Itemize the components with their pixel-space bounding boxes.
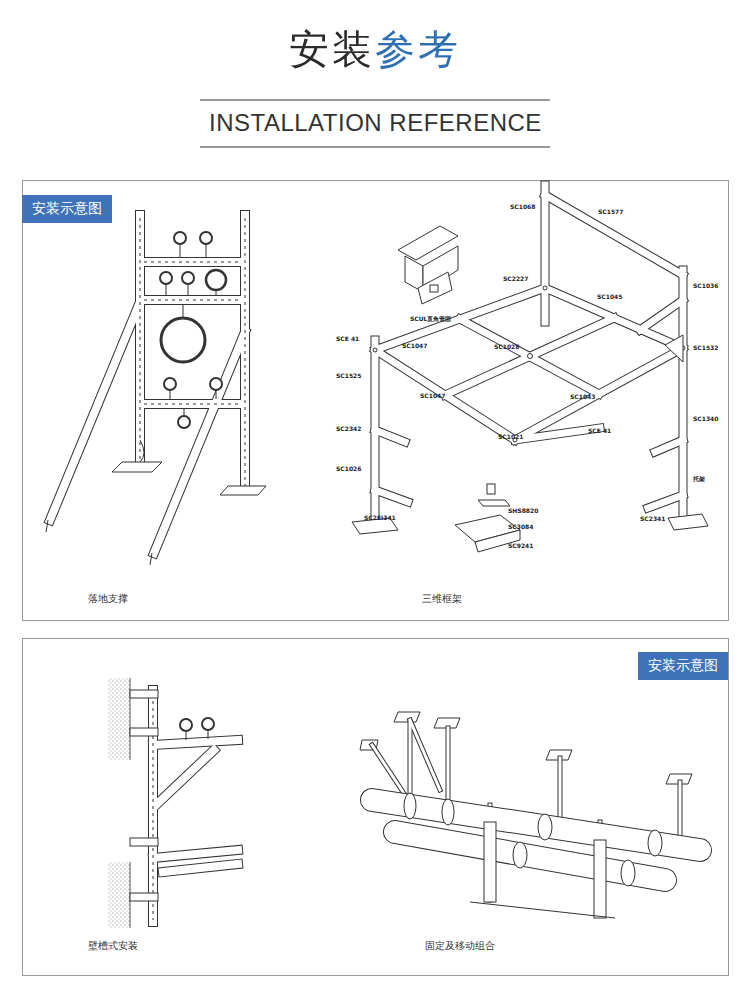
part-code: SC1068 (510, 204, 535, 211)
part-code: 托架 (693, 476, 705, 483)
part-code: SC2EI341 (364, 515, 396, 522)
part-code: SC1532 (693, 345, 718, 352)
figure-caption: 三维框架 (422, 593, 462, 605)
part-code: SC1021 (498, 434, 523, 441)
tag-box: 安装示意图 (638, 652, 728, 680)
tag-text: 安装示意图 (32, 200, 102, 216)
part-code: SC1045 (597, 294, 622, 301)
part-code: SC1047 (402, 343, 427, 350)
part-code: SC1026 (336, 466, 361, 473)
figure-caption: 壁槽式安装 (88, 940, 138, 952)
part-code: SC2341 (640, 516, 665, 523)
part-code: SC3084 (508, 524, 533, 531)
part-code: SC1047 (420, 393, 445, 400)
part-code: SCE 41 (588, 428, 611, 435)
part-code: SC9241 (508, 543, 533, 550)
tag-box: 安装示意图 (22, 195, 112, 223)
part-code: SCUL直角管固 (410, 316, 451, 323)
part-code: SC1028 (494, 344, 519, 351)
figure-caption: 落地支撑 (88, 593, 128, 605)
part-code: SCE 41 (336, 336, 359, 343)
figure-caption: 固定及移动组合 (425, 940, 495, 952)
part-code: SC1525 (336, 373, 361, 380)
part-code: SHS8820 (508, 508, 538, 515)
part-code: SC1043 (570, 394, 595, 401)
part-code: SC1036 (693, 283, 718, 290)
tag-text: 安装示意图 (648, 657, 718, 673)
part-code: SC2227 (503, 276, 528, 283)
part-code: SC1577 (598, 209, 623, 216)
part-code: SC2342 (336, 426, 361, 433)
part-code: SC1340 (693, 416, 718, 423)
page-subtitle: INSTALLATION REFERENCE (209, 109, 542, 137)
page-title: 安装参考 (289, 26, 461, 72)
